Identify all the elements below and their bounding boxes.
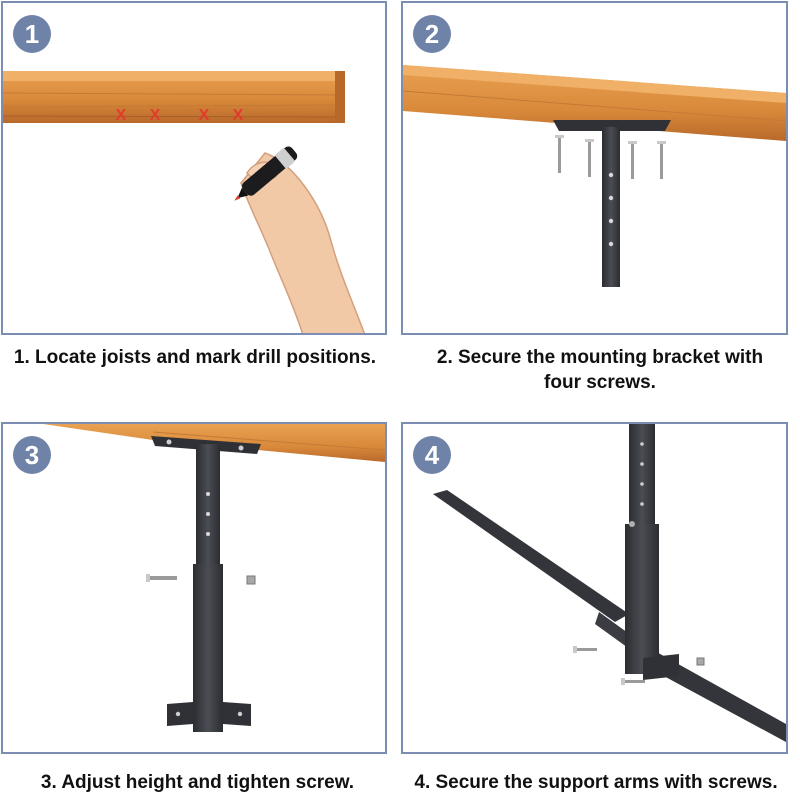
nut-icon <box>246 575 256 585</box>
screw-icon <box>621 678 645 685</box>
mounting-bracket <box>553 120 671 287</box>
step-2-caption: 2. Secure the mounting bracket with four… <box>436 347 764 393</box>
step-3-panel: 3 <box>1 422 387 754</box>
step-1-badge: 1 <box>13 15 51 53</box>
step-4-illustration <box>433 424 786 742</box>
step-2-badge: 2 <box>413 15 451 53</box>
step-3-badge: 3 <box>13 436 51 474</box>
screw-icon <box>146 574 177 582</box>
vertical-leg <box>625 424 679 680</box>
support-arm <box>433 490 786 742</box>
step-4-badge: 4 <box>413 436 451 474</box>
step-3-caption: 3. Adjust height and tighten screw. <box>40 772 355 793</box>
drill-mark: X <box>233 107 244 124</box>
drill-marks: X X X X <box>116 107 244 124</box>
drill-mark: X <box>199 107 210 124</box>
step-1-caption: 1. Locate joists and mark drill position… <box>13 347 377 368</box>
step-4-caption: 4. Secure the support arms with screws. <box>414 772 778 793</box>
wooden-board <box>3 71 346 123</box>
nut-icon <box>696 657 705 666</box>
drill-mark: X <box>116 107 127 124</box>
step-1-panel: 1 X X X X <box>1 1 387 335</box>
screw-icon <box>573 646 597 653</box>
drill-mark: X <box>150 107 161 124</box>
telescoping-leg <box>151 436 261 732</box>
step-2-illustration <box>403 65 786 287</box>
hand-with-marker-icon <box>234 146 366 333</box>
screws-icon <box>555 135 666 179</box>
step-3-illustration <box>43 424 385 732</box>
step-1-illustration: X X X X <box>3 71 366 333</box>
step-4-panel: 4 <box>401 422 788 754</box>
step-2-panel: 2 <box>401 1 788 335</box>
wooden-board <box>403 65 786 141</box>
